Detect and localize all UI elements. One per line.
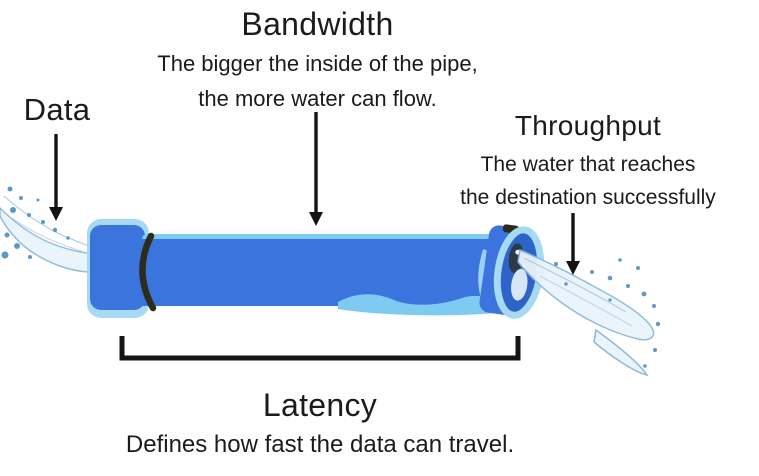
latency-label-group: Latency Defines how fast the data can tr… bbox=[60, 384, 580, 460]
pipe-bottom-wave-highlight bbox=[338, 294, 498, 316]
throughput-description: The water that reaches the destination s… bbox=[420, 148, 756, 214]
throughput-description-line1: The water that reaches bbox=[480, 153, 696, 176]
splash-crest bbox=[3, 195, 95, 249]
splash-streak bbox=[539, 275, 633, 327]
latency-bracket-icon bbox=[119, 336, 521, 361]
throughput-arrow-icon bbox=[566, 213, 580, 275]
splash-crest bbox=[523, 257, 627, 313]
right-water-splash-icon bbox=[517, 248, 661, 377]
latency-description: Defines how fast the data can travel. bbox=[125, 431, 515, 458]
pipe-cap bbox=[90, 225, 145, 310]
bandwidth-title: Bandwidth bbox=[241, 6, 394, 42]
bandwidth-description-line1: The bigger the inside of the pipe, bbox=[157, 51, 478, 76]
throughput-description-line2: the destination successfully bbox=[460, 186, 716, 209]
splash-droplets bbox=[1, 186, 70, 259]
bandwidth-arrow-icon bbox=[309, 112, 323, 226]
bandwidth-description-line2: the more water can flow. bbox=[198, 86, 437, 111]
pipe-opening-water bbox=[511, 268, 528, 301]
pipe-seam-crescent bbox=[139, 232, 157, 312]
throughput-title: Throughput bbox=[514, 110, 662, 141]
pipe-outlet bbox=[479, 224, 545, 319]
splash-wave bbox=[0, 206, 93, 273]
bandwidth-description: The bigger the inside of the pipe, the m… bbox=[95, 46, 540, 116]
pipe-body bbox=[142, 239, 498, 306]
latency-title: Latency bbox=[262, 387, 378, 423]
splash-tail bbox=[593, 328, 649, 377]
throughput-label-group: Throughput The water that reaches the de… bbox=[420, 108, 756, 214]
bandwidth-label-group: Bandwidth The bigger the inside of the p… bbox=[95, 4, 540, 116]
splash-streak bbox=[11, 217, 85, 253]
data-label-group: Data bbox=[16, 92, 98, 128]
water-pipe-icon bbox=[87, 219, 545, 319]
left-water-splash-icon bbox=[0, 186, 95, 273]
data-title: Data bbox=[23, 92, 91, 127]
data-arrow-icon bbox=[49, 134, 63, 221]
